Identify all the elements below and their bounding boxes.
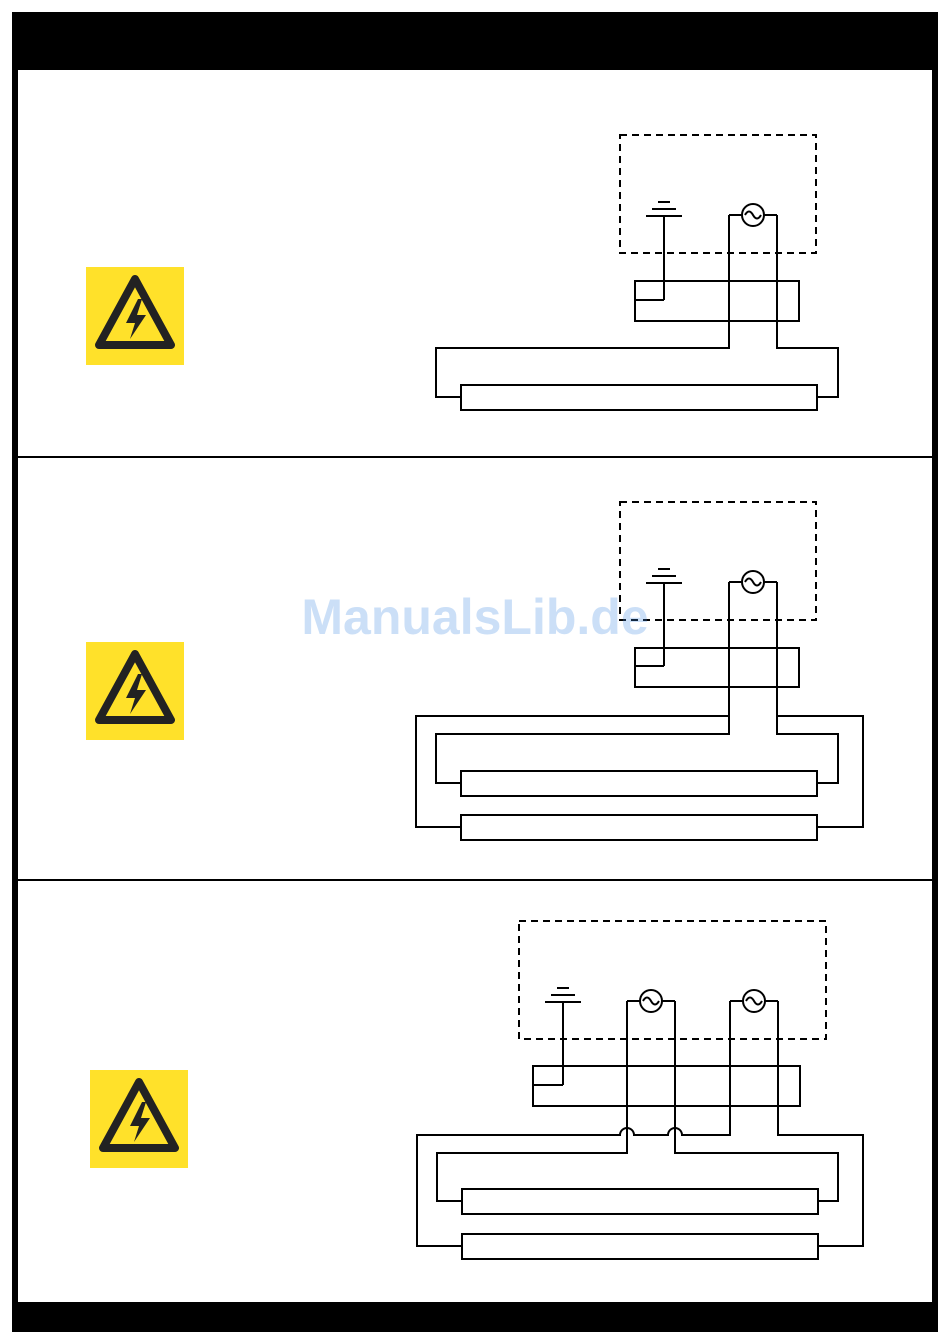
ground-symbol	[534, 988, 581, 1085]
terminal-block	[533, 1066, 800, 1106]
ac-source-symbol	[743, 990, 765, 1012]
lamp-tube	[461, 771, 817, 796]
ac-source-symbol	[742, 204, 764, 226]
wiring-diagram-two-lamp	[416, 502, 863, 840]
lamp-tube	[462, 1189, 818, 1214]
wiring-diagram-two-lamp-dual-source	[417, 921, 863, 1259]
lamp-tube	[461, 385, 817, 410]
wiring-diagram-single-lamp	[436, 135, 838, 410]
ac-source-symbol	[640, 990, 662, 1012]
ground-symbol	[636, 569, 682, 666]
lamp-tube	[462, 1234, 818, 1259]
supply-enclosure	[620, 502, 816, 620]
ac-source-symbol	[742, 571, 764, 593]
supply-enclosure	[620, 135, 816, 253]
lamp-tube	[461, 815, 817, 840]
ground-symbol	[636, 202, 682, 300]
supply-enclosure	[519, 921, 826, 1039]
terminal-block	[635, 648, 799, 687]
